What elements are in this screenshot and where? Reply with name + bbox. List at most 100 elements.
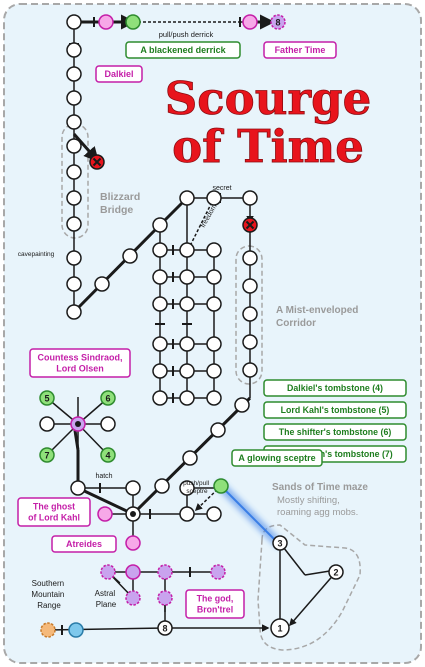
room-grid[interactable]	[179, 336, 195, 352]
room-grid[interactable]	[179, 363, 195, 379]
room-diagonal[interactable]	[152, 217, 168, 233]
maze-3[interactable]: 3	[272, 535, 288, 551]
maze-2[interactable]: 2	[328, 564, 344, 580]
room-hub-right[interactable]	[179, 506, 195, 522]
room-astral[interactable]	[210, 564, 226, 580]
room-astral[interactable]	[125, 564, 141, 580]
room-tomb-6[interactable]: 6	[100, 390, 116, 406]
node-circle	[66, 250, 82, 266]
room-grid[interactable]	[206, 390, 222, 406]
room-8-bottom[interactable]: 8	[157, 620, 173, 636]
room-main-diagonal[interactable]	[182, 450, 198, 466]
node-circle	[66, 164, 82, 180]
room-grid[interactable]	[152, 296, 168, 312]
room-grid[interactable]	[206, 269, 222, 285]
room-grid[interactable]	[152, 269, 168, 285]
room-main-diagonal[interactable]	[154, 478, 170, 494]
room-left-column[interactable]	[66, 190, 82, 206]
room-8-top[interactable]: 8	[270, 14, 286, 30]
room-top-left[interactable]	[66, 14, 82, 30]
room-left-column[interactable]	[66, 216, 82, 232]
room-star-left[interactable]	[39, 416, 55, 432]
label-sceptre-text: A glowing sceptre	[238, 453, 315, 463]
room-grid[interactable]	[206, 363, 222, 379]
label-bron[interactable]: The god,Bron'trel	[185, 589, 245, 619]
room-atreides[interactable]	[125, 535, 141, 551]
label-tombstone-2[interactable]: Lord Kahl's tombstone (5)	[263, 401, 407, 419]
label-dalkiel[interactable]: Dalkiel	[95, 65, 143, 83]
room-left-column[interactable]	[66, 138, 82, 154]
room-diagonal[interactable]	[122, 248, 138, 264]
label-secret: secret	[212, 185, 231, 192]
room-hub[interactable]	[125, 506, 141, 522]
room-grid[interactable]	[152, 336, 168, 352]
room-dalkiel[interactable]	[98, 14, 114, 30]
room-grid[interactable]	[179, 296, 195, 312]
node-circle	[122, 248, 138, 264]
room-grid[interactable]	[152, 390, 168, 406]
room-grid[interactable]	[206, 296, 222, 312]
room-grid[interactable]	[179, 269, 195, 285]
label-sceptre[interactable]: A glowing sceptre	[231, 449, 323, 467]
label-tombstone-3-text: The shifter's tombstone (6)	[279, 427, 392, 437]
room-mist-corridor[interactable]	[242, 250, 258, 266]
room-grid[interactable]	[179, 390, 195, 406]
room-father-time[interactable]	[242, 14, 258, 30]
label-derrick[interactable]: A blackened derrick	[125, 41, 241, 59]
room-left-column[interactable]	[66, 114, 82, 130]
room-left-column[interactable]	[66, 276, 82, 292]
room-left-column[interactable]	[66, 66, 82, 82]
label-tombstone-3[interactable]: The shifter's tombstone (6)	[263, 423, 407, 441]
room-hub-up[interactable]	[179, 480, 195, 496]
room-derrick[interactable]	[125, 14, 141, 30]
room-star-right[interactable]	[100, 416, 116, 432]
room-mist-corridor[interactable]	[242, 334, 258, 350]
room-secret-left[interactable]	[206, 190, 222, 206]
room-sceptre[interactable]	[213, 478, 229, 494]
room-tomb-4[interactable]: 4	[100, 447, 116, 463]
room-left-column[interactable]	[66, 42, 82, 58]
room-diagonal[interactable]	[179, 190, 195, 206]
room-ghost[interactable]	[97, 506, 113, 522]
room-grid[interactable]	[206, 242, 222, 258]
room-grid[interactable]	[152, 363, 168, 379]
room-tomb-5[interactable]: 5	[39, 390, 55, 406]
room-southern-blue[interactable]	[68, 622, 84, 638]
label-atreides[interactable]: Atreides	[51, 535, 117, 553]
room-countess[interactable]	[70, 416, 86, 432]
room-mist-corridor[interactable]	[242, 362, 258, 378]
label-countess[interactable]: Countess Sindraod,Lord Olsen	[29, 348, 131, 378]
room-mist-corridor[interactable]	[242, 306, 258, 322]
room-left-column[interactable]	[66, 304, 82, 320]
room-secret-right[interactable]	[242, 190, 258, 206]
room-tomb-7[interactable]: 7	[39, 447, 55, 463]
room-diagonal[interactable]	[94, 276, 110, 292]
map-title-line1: Scourge	[165, 72, 371, 125]
room-astral[interactable]	[157, 564, 173, 580]
room-grid[interactable]	[206, 336, 222, 352]
room-astral-lower[interactable]	[125, 590, 141, 606]
room-southern[interactable]	[40, 622, 56, 638]
room-astral[interactable]	[100, 564, 116, 580]
dead-end-mist[interactable]	[242, 217, 258, 233]
label-father-time[interactable]: Father Time	[263, 41, 337, 59]
room-hatch[interactable]	[125, 480, 141, 496]
dead-end-blizzard[interactable]	[89, 154, 105, 170]
room-left-column[interactable]	[66, 164, 82, 180]
room-below-star[interactable]	[70, 480, 86, 496]
room-grid[interactable]	[179, 242, 195, 258]
room-mist-corridor[interactable]	[242, 278, 258, 294]
room-astral-lower[interactable]	[157, 590, 173, 606]
room-hub-far[interactable]	[206, 506, 222, 522]
room-left-column[interactable]	[66, 90, 82, 106]
room-left-column[interactable]	[66, 250, 82, 266]
label-tombstone-1[interactable]: Dalkiel's tombstone (4)	[263, 379, 407, 397]
node-circle	[206, 296, 222, 312]
maze-1[interactable]: 1	[270, 618, 290, 638]
room-main-diagonal[interactable]	[234, 397, 250, 413]
edge-southern	[47, 627, 166, 631]
room-main-diagonal[interactable]	[210, 422, 226, 438]
node-circle	[157, 620, 173, 636]
room-grid[interactable]	[152, 242, 168, 258]
